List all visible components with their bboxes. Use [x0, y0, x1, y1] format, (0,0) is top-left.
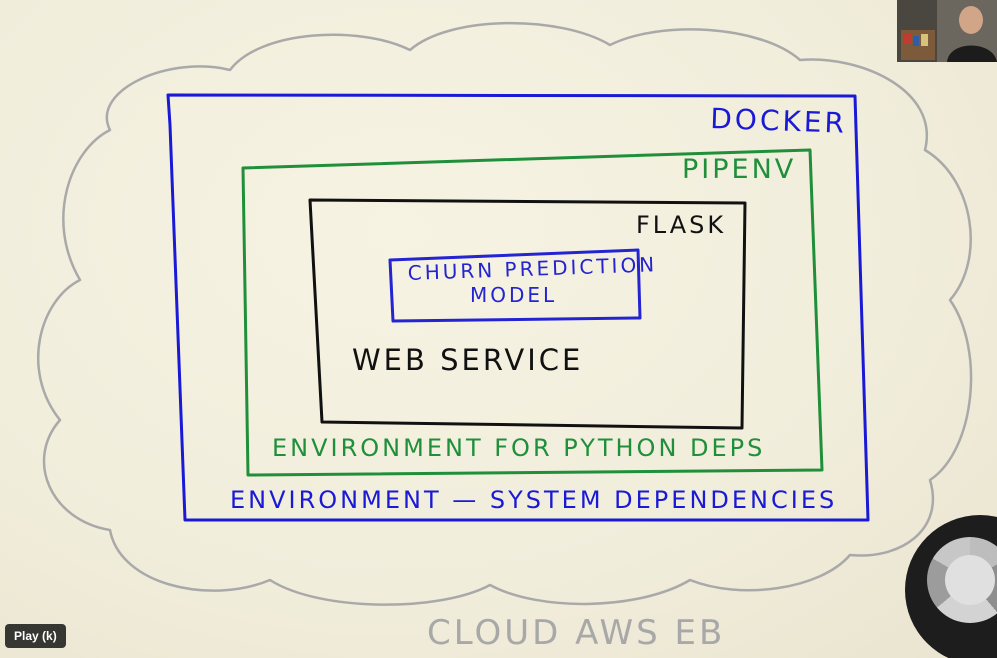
docker-box	[166, 93, 870, 522]
cloud-label: CLOUD AWS EB	[427, 613, 725, 653]
model-box	[388, 248, 642, 323]
dial-hub	[945, 555, 995, 605]
presenter-video-icon	[897, 0, 997, 62]
flask-box	[308, 198, 747, 430]
pipenv-label: PIPENV	[682, 154, 796, 185]
dial-widget	[905, 515, 997, 658]
flask-label: FLASK	[636, 211, 726, 239]
model-label-line2: MODEL	[470, 283, 557, 307]
env-system-label: ENVIRONMENT — SYSTEM DEPENDENCIES	[230, 486, 837, 514]
pipenv-box	[241, 148, 824, 477]
play-tooltip: Play (k)	[5, 624, 66, 648]
docker-label: DOCKER	[710, 102, 848, 140]
webcam-thumbnail	[897, 0, 997, 62]
env-python-label: ENVIRONMENT FOR PYTHON DEPS	[272, 434, 765, 462]
cloud-outline	[37, 21, 973, 606]
web-service-label: WEB SERVICE	[352, 343, 583, 377]
